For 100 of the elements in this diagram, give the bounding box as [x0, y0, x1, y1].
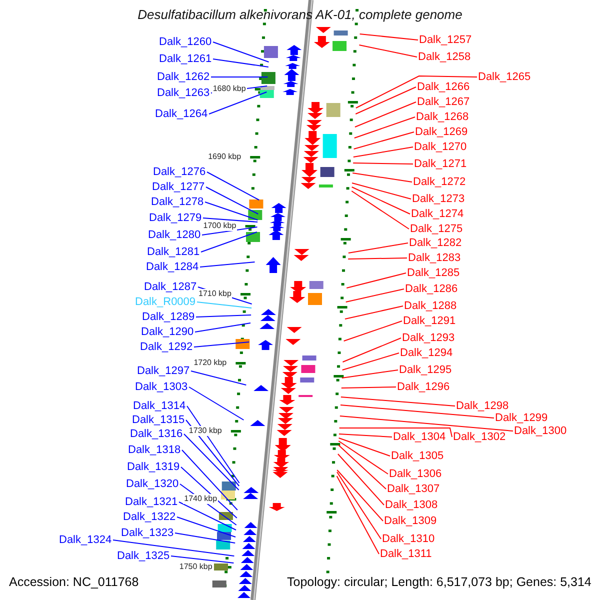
- gene-label: Dalk_1288: [404, 300, 457, 312]
- gene-label: Dalk_1292: [140, 340, 193, 354]
- gene-label: Dalk_1270: [414, 140, 467, 154]
- leader-line: [355, 76, 478, 108]
- gene-label: Dalk_1320: [126, 478, 179, 490]
- gene-label: Dalk_1263: [157, 86, 210, 100]
- leader-line: [336, 472, 382, 540]
- gene-label: Dalk_1316: [130, 428, 183, 440]
- gene-label: Dalk_1324: [59, 534, 112, 546]
- gene-label: Dalk_1267: [417, 96, 470, 108]
- gene-label: Dalk_1302: [453, 430, 506, 444]
- leader-line: [170, 556, 234, 564]
- chart-title: Desulfatibacillum alkenivorans AK-01, complete genome: [136, 7, 464, 22]
- gene-label: Dalk_1322: [123, 510, 176, 524]
- gene-label: Dalk_1295: [399, 364, 452, 376]
- gene-label: Dalk_1305: [391, 450, 444, 462]
- leader-line: [355, 86, 416, 114]
- gene-label: Dalk_1293: [402, 332, 455, 344]
- leader-line: [338, 438, 390, 456]
- gene-label: Dalk_1291: [403, 314, 456, 328]
- leader-line: [358, 44, 418, 58]
- gene-label: Dalk_1300: [514, 424, 567, 438]
- gene-label: Dalk_1268: [416, 110, 469, 124]
- gene-label: Dalk_1279: [149, 212, 202, 224]
- leader-line: [342, 338, 402, 362]
- leader-line: [338, 444, 386, 490]
- gene-label: Dalk_1299: [495, 412, 548, 424]
- gene-label: Dalk_1296: [397, 380, 450, 394]
- leader-line: [352, 182, 412, 200]
- gene-label: Dalk_1269: [415, 126, 468, 138]
- gene-label: Dalk_1306: [389, 468, 442, 480]
- leader-line: [340, 386, 396, 388]
- leader-line: [354, 102, 416, 128]
- leader-line: [338, 428, 452, 438]
- leader-line: [196, 302, 252, 308]
- leader-line: [180, 466, 238, 518]
- gene-label: Dalk_1298: [456, 400, 509, 412]
- leader-line: [212, 42, 270, 62]
- gene-label: Dalk_1310: [382, 532, 435, 546]
- leader-line: [202, 226, 258, 236]
- gene-label: Dalk_1264: [155, 108, 208, 120]
- gene-label: Dalk_1257: [419, 34, 472, 46]
- gene-label: Dalk_1260: [159, 36, 212, 48]
- gene-label: Dalk_1278: [151, 196, 204, 208]
- leader-line: [342, 352, 400, 370]
- leader-line: [341, 370, 398, 378]
- scale-label: 1740 kbp: [183, 494, 218, 504]
- gene-label: Dalk_1261: [159, 52, 212, 66]
- gene-label: Dalk_1311: [380, 548, 432, 560]
- leader-line: [174, 532, 236, 544]
- gene-label: Dalk_1283: [408, 252, 461, 264]
- gene-label: Dalk_1309: [384, 514, 437, 528]
- leader-line: [348, 242, 408, 254]
- gene-label: Dalk_1290: [141, 326, 194, 338]
- gene-label: Dalk_1297: [137, 364, 190, 378]
- leader-line: [352, 172, 412, 182]
- leader-line: [337, 454, 384, 506]
- gene-label: Dalk_1274: [411, 208, 464, 220]
- leader-line: [210, 76, 268, 78]
- gene-label: Dalk_1273: [412, 192, 465, 206]
- leader-line: [345, 288, 404, 302]
- leader-line: [338, 434, 392, 438]
- leader-line: [194, 322, 251, 332]
- leader-line: [343, 320, 402, 342]
- leader-line: [338, 440, 388, 474]
- leader-line: [188, 386, 244, 420]
- gene-label: Dalk_1319: [127, 460, 180, 474]
- gene-label: Dalk_1314: [133, 400, 186, 412]
- gene-label: Dalk_1277: [152, 180, 205, 194]
- gene-label: Dalk_1265: [478, 70, 531, 84]
- leader-line: [178, 502, 236, 530]
- gene-label: Dalk_1266: [417, 80, 470, 94]
- leader-line: [186, 406, 240, 484]
- leader-line: [200, 262, 256, 268]
- leader-line: [351, 186, 410, 214]
- gene-label: Dalk_1285: [407, 266, 460, 280]
- gene-label: Dalk_1280: [148, 228, 201, 242]
- scale-label: 1720 kbp: [192, 358, 228, 368]
- gene-label: Dalk_1282: [409, 236, 462, 250]
- leader-line: [200, 232, 258, 252]
- leader-line: [339, 416, 514, 432]
- leader-line: [351, 190, 410, 230]
- leader-line: [348, 258, 408, 260]
- leader-line: [208, 92, 268, 114]
- footer-text: Topology: circular; Length: 6,517,073 bp; Genes: 5,314: [287, 575, 592, 589]
- gene-label: Dalk_1321: [125, 496, 178, 508]
- gene-label: Dalk_1308: [385, 498, 438, 512]
- leader-line: [352, 162, 414, 164]
- leader-line: [184, 434, 240, 490]
- gene-label: Dalk_1284: [146, 260, 199, 274]
- leader-line: [359, 34, 418, 40]
- leader-line: [186, 420, 240, 486]
- leader-line: [194, 342, 250, 348]
- leader-line: [112, 540, 235, 556]
- gene-label: Dalk_1303: [135, 380, 188, 394]
- scale-label: 1730 kbp: [188, 426, 223, 436]
- scale-label: 1690 kbp: [207, 152, 242, 162]
- gene-label: Dalk_1318: [128, 444, 181, 456]
- footer-text: Accession: NC_011768: [9, 575, 139, 589]
- leader-line: [182, 450, 238, 510]
